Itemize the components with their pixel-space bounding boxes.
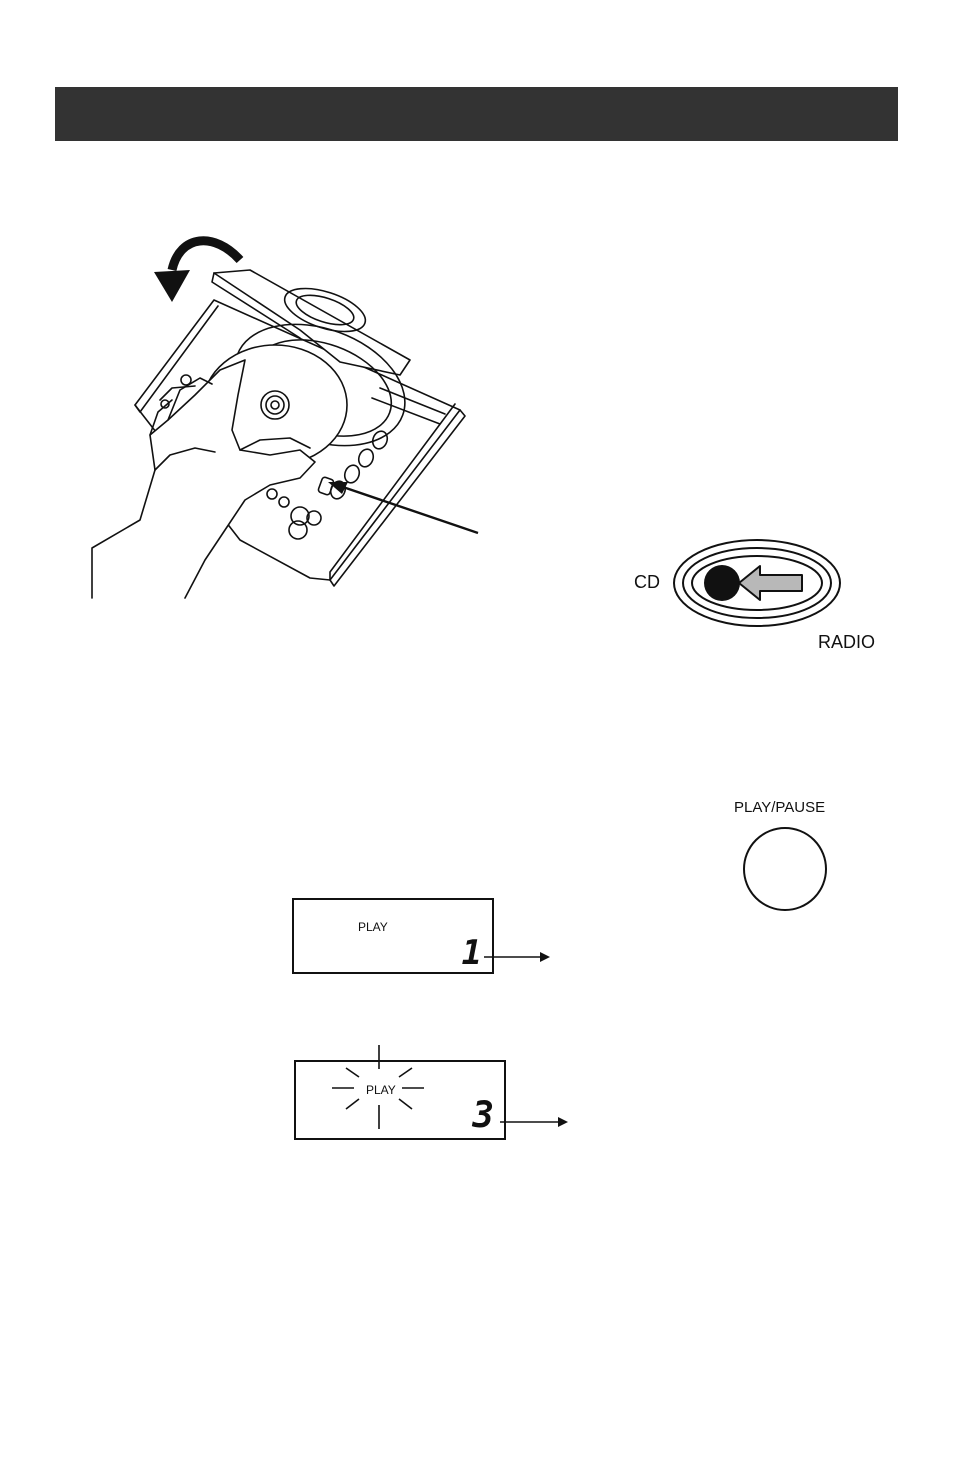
- player-body: [135, 300, 460, 580]
- function-switch[interactable]: [672, 538, 842, 628]
- pointer-arrow-icon: [328, 482, 478, 533]
- player-lid: [214, 270, 410, 375]
- display-2-track-number: 3: [472, 1098, 494, 1134]
- slide-arrow-icon: [739, 566, 802, 600]
- play-pause-button[interactable]: [741, 825, 831, 915]
- hand-illustration: [92, 360, 315, 598]
- blink-rays-icon: [326, 1043, 436, 1133]
- switch-cd-label: CD: [634, 572, 660, 593]
- switch-knob: [704, 565, 740, 601]
- display-1-play-indicator: PLAY: [358, 920, 388, 934]
- display-1-track-number: 1: [462, 936, 482, 970]
- display-1-arrow: [482, 949, 552, 965]
- curved-arrow-icon: [154, 241, 240, 302]
- display-2-arrow: [498, 1114, 570, 1130]
- compact-disc: [203, 345, 347, 465]
- header-bar: [55, 87, 898, 141]
- switch-radio-label: RADIO: [818, 632, 875, 653]
- play-pause-label: PLAY/PAUSE: [734, 799, 825, 816]
- lcd-display-1: PLAY 1: [292, 898, 494, 974]
